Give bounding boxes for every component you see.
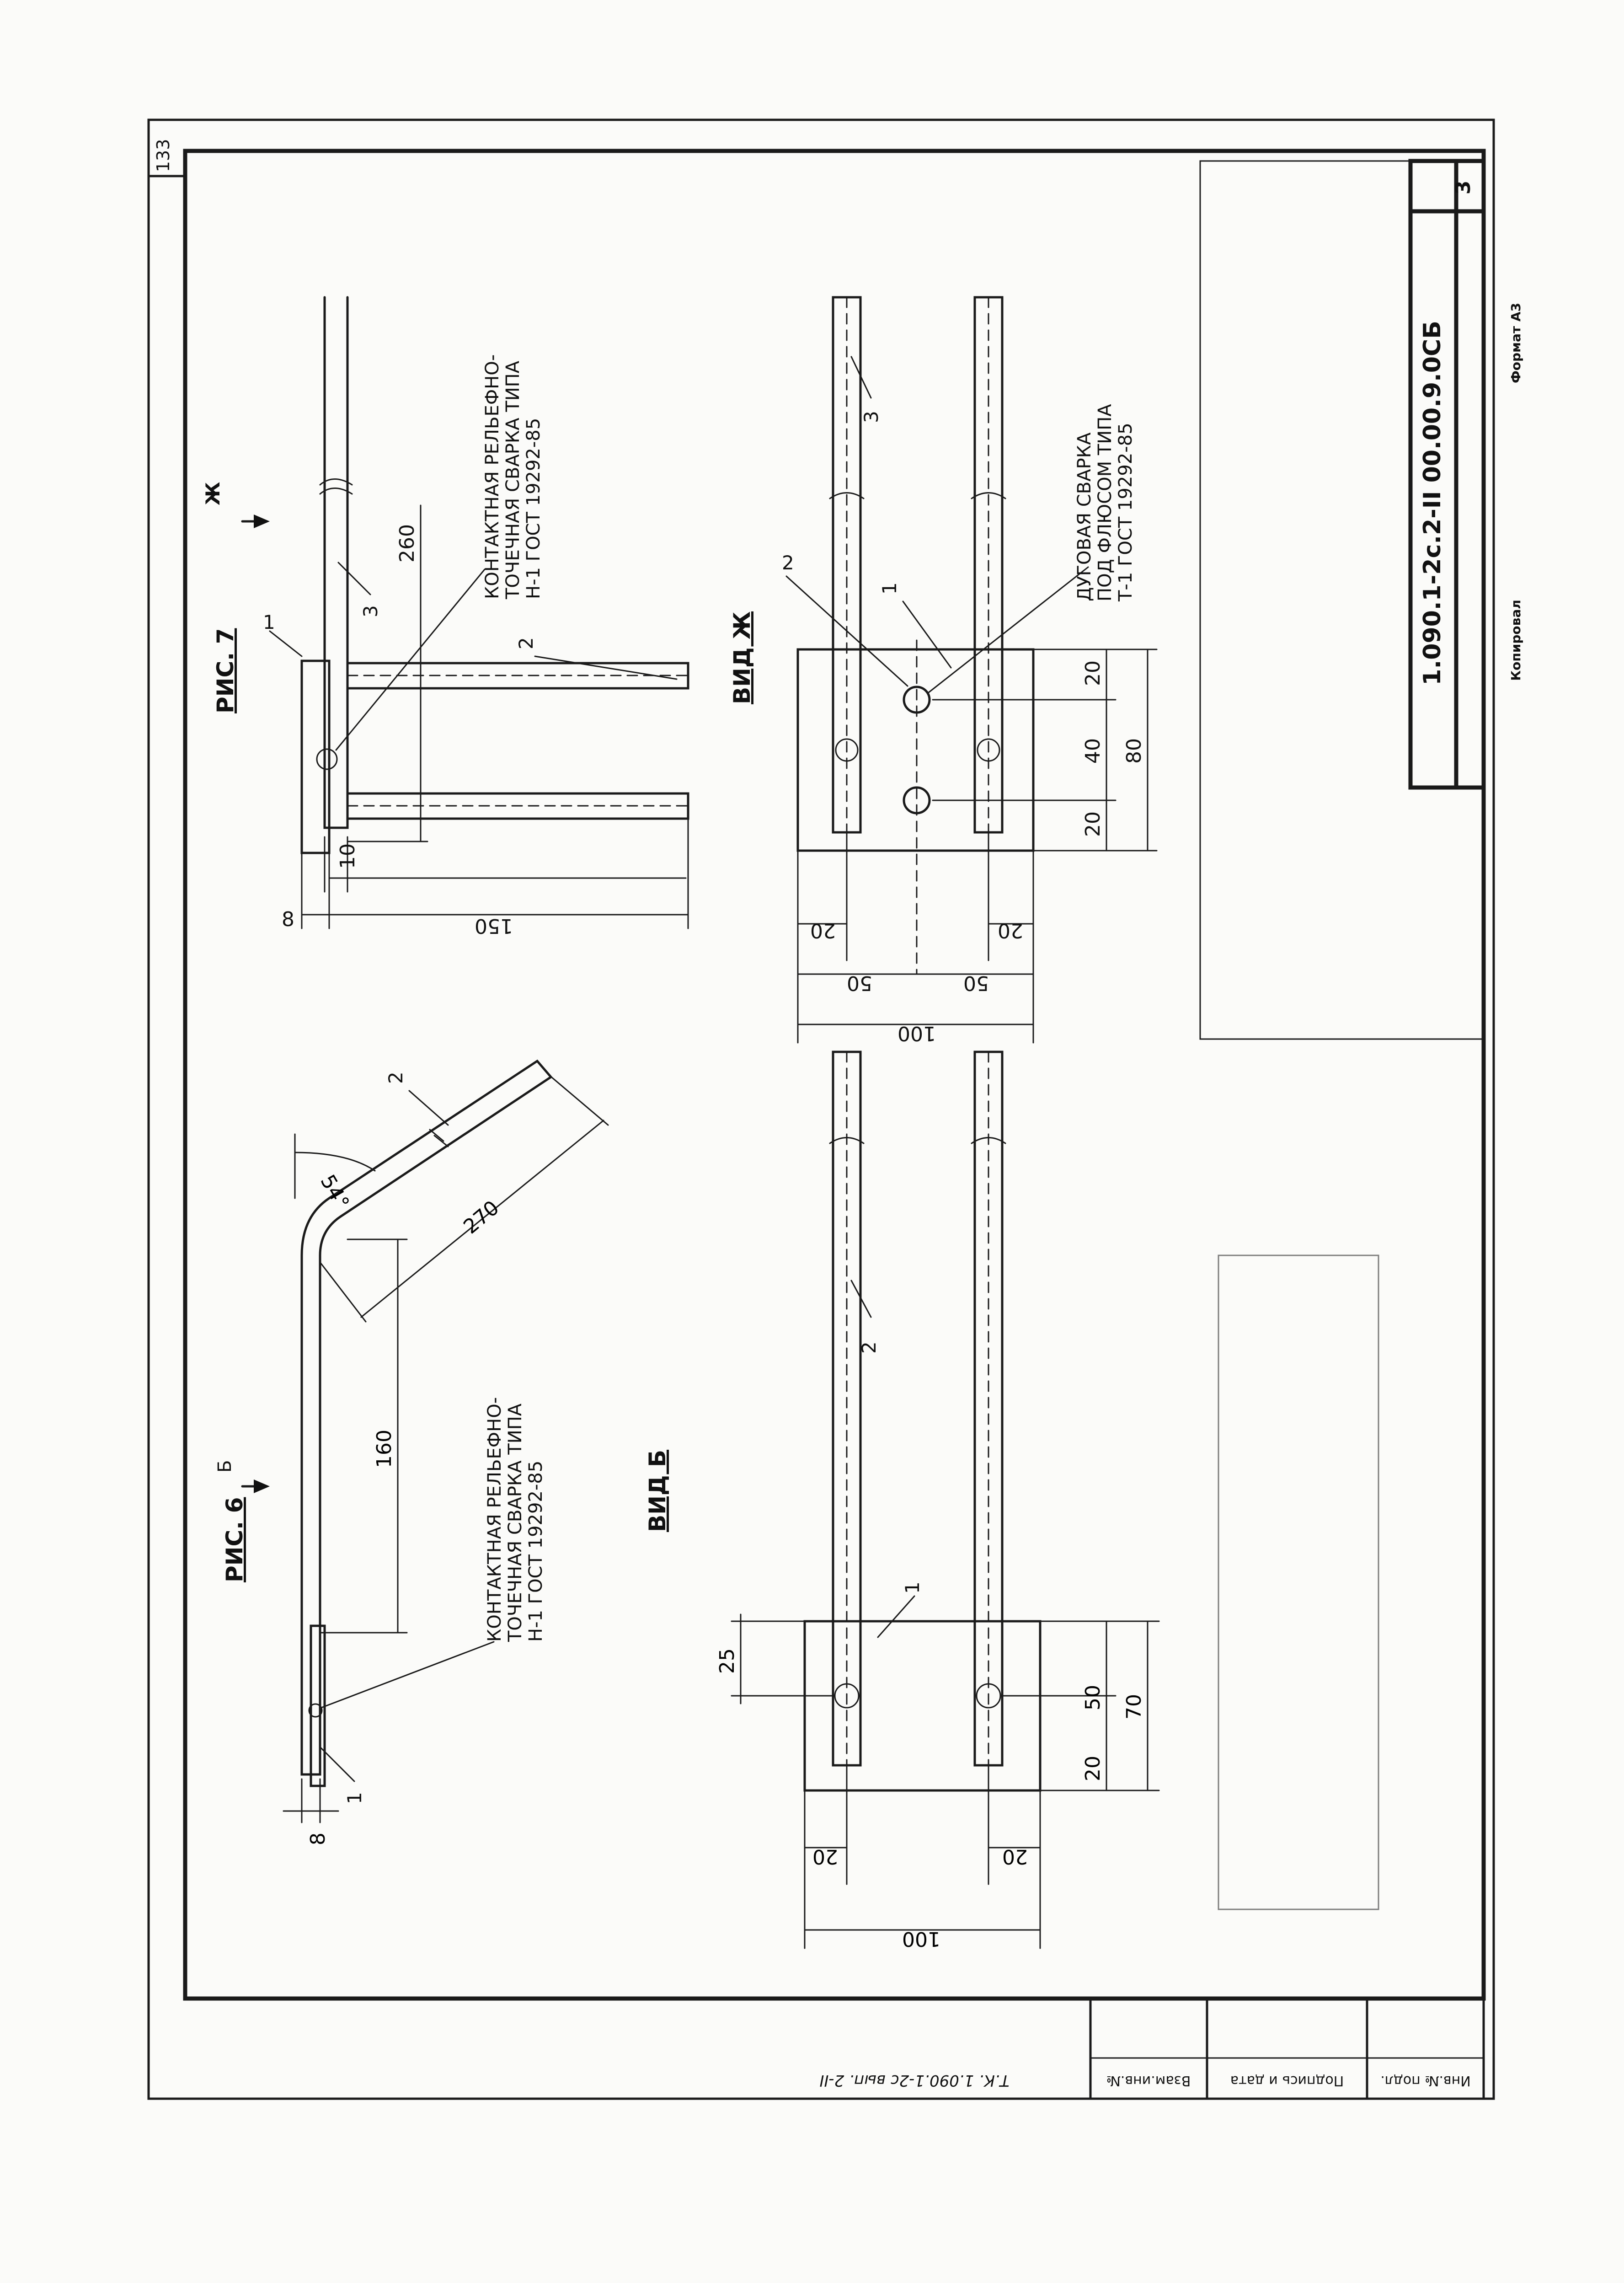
- view-zh-dim-50-left: 50: [847, 971, 872, 995]
- figure-7: РИС. 7 Ж КОНТАКТНАЯ РЕЛЬЕФНО- ТОЧЕЧНАЯ С…: [202, 296, 689, 938]
- fig6-part-1: 1: [343, 1792, 366, 1804]
- view-zh-weld-note-2: ПОД ФЛЮСОМ ТИПА: [1095, 404, 1116, 601]
- fig7-weld-note-2: ТОЧЕЧНАЯ СВАРКА ТИПА: [502, 360, 524, 600]
- view-b-dim-70: 70: [1122, 1694, 1146, 1720]
- view-b-title: ВИД Б: [644, 1450, 671, 1532]
- fig6-weld-note-1: КОНТАКТНАЯ РЕЛЬЕФНО-: [484, 1397, 505, 1642]
- fig6-part-2: 2: [385, 1072, 407, 1084]
- view-zh-weld-right: [977, 738, 1000, 762]
- view-zh-dim-20-bottom: 20: [1081, 811, 1105, 837]
- stamp-inv-no: Инв.№ подл.: [1380, 2073, 1470, 2089]
- fig6-angle-arc: [294, 1152, 376, 1172]
- sheet-number: 3: [1452, 181, 1475, 195]
- fig7-part-3: 3: [359, 605, 382, 617]
- stamp-replaced-inv: Взам.инв.№: [1106, 2073, 1191, 2089]
- drawing-frame: [183, 149, 1486, 2001]
- fig6-bent-bar: [300, 1059, 553, 1776]
- outer-frame: [147, 118, 1495, 2100]
- view-zh-part-3: 3: [860, 411, 882, 423]
- blank-box: [1218, 1254, 1379, 1910]
- document-code: 1.090.1-2с.2-II 00.00.9.0СБ: [1419, 321, 1446, 685]
- view-zh-part-2: 2: [782, 552, 794, 574]
- fig7-dim-8: 8: [282, 908, 294, 931]
- fig7-break-mark: [319, 478, 353, 495]
- view-b: ВИД Б 1 2 25 50 20 70 20: [644, 1050, 1160, 1951]
- view-b-part-2: 2: [858, 1341, 880, 1354]
- fig7-weld-leader: [335, 568, 486, 751]
- fig7-weld-note-1: КОНТАКТНАЯ РЕЛЬЕФНО-: [482, 354, 503, 599]
- fig6-weld-point: [308, 1703, 323, 1718]
- fig7-weld-note-3: Н-1 ГОСТ 19292-85: [523, 418, 544, 599]
- fig7-part-2: 2: [515, 637, 537, 649]
- view-zh-dim-20-top: 20: [1081, 660, 1105, 686]
- view-b-dim-100: 100: [902, 1927, 940, 1951]
- fig7-view-label: Ж: [202, 482, 224, 505]
- fig7-part-1: 1: [263, 611, 275, 633]
- fig7-title: РИС. 7: [212, 628, 239, 713]
- fig7-view-arrowhead: [254, 514, 270, 528]
- view-b-dim-25: 25: [716, 1648, 739, 1674]
- view-b-dim-20-left: 20: [812, 1845, 838, 1868]
- view-zh: ВИД Ж ДУГОВАЯ СВАРКА ПОД ФЛЮСОМ ТИПА Т-1…: [729, 296, 1158, 1045]
- view-zh-weld-note-3: Т-1 ГОСТ 19292-85: [1115, 423, 1136, 602]
- fig6-plate: [310, 1624, 326, 1787]
- view-b-part-1: 1: [901, 1581, 924, 1594]
- fig6-weld-note-2: ТОЧЕЧНАЯ СВАРКА ТИПА: [505, 1403, 526, 1642]
- view-zh-part-1: 1: [878, 582, 901, 595]
- view-zh-dim-50-right: 50: [963, 971, 989, 995]
- figure-6: РИС. 6 Б 54° 270 160 8 КОНТАКТНАЯ РЕЛЬЕФ…: [214, 1059, 609, 1845]
- fig7-dim-150: 150: [475, 914, 513, 938]
- fig7-dim-10: 10: [336, 843, 359, 869]
- view-zh-dim-80: 80: [1122, 738, 1146, 764]
- fig7-bar-3: [323, 296, 349, 829]
- title-block: 3 1.090.1-2с.2-II 00.00.9.0СБ Копировал …: [1199, 159, 1523, 1040]
- fig6-dim-160: 160: [373, 1430, 396, 1468]
- fig6-title: РИС. 6: [221, 1497, 248, 1582]
- view-b-weld-right: [976, 1683, 1001, 1709]
- stamp-signature-date: Подпись и дата: [1230, 2073, 1344, 2089]
- view-zh-weld-note-1: ДУГОВАЯ СВАРКА: [1074, 432, 1095, 601]
- approval-stamp: Инв.№ подл. Подпись и дата Взам.инв.№: [1089, 1997, 1485, 2100]
- fig7-plate: [300, 659, 331, 854]
- view-b-dim-20-right: 20: [1002, 1845, 1028, 1868]
- fig6-angle: 54°: [315, 1171, 353, 1213]
- code-box: [1408, 159, 1486, 790]
- fig6-view-arrowhead: [254, 1479, 270, 1493]
- view-zh-plate: [796, 648, 1035, 852]
- fig6-view-label: Б: [214, 1460, 235, 1473]
- fig6-dim-8: 8: [306, 1833, 330, 1845]
- copied-label: Копировал: [1508, 600, 1523, 681]
- view-zh-dim-100: 100: [897, 1022, 936, 1045]
- view-b-dim-50: 50: [1081, 1685, 1105, 1710]
- view-zh-dim-20-right: 20: [998, 919, 1023, 942]
- view-zh-dim-40: 40: [1081, 738, 1105, 764]
- view-b-plate: [803, 1620, 1042, 1792]
- view-zh-weld-left: [835, 738, 859, 762]
- format-label: Формат А3: [1508, 303, 1523, 383]
- fig7-dim-260: 260: [395, 524, 419, 563]
- view-b-dim-20: 20: [1081, 1756, 1105, 1781]
- fig6-weld-note-3: Н-1 ГОСТ 19292-85: [525, 1461, 546, 1642]
- bottom-note: Т.К. 1.090.1-2с вып. 2-II: [819, 2071, 1009, 2090]
- view-zh-dim-20-left: 20: [810, 919, 836, 942]
- page-number: 133: [153, 139, 173, 172]
- view-zh-title: ВИД Ж: [729, 611, 755, 704]
- fig7-weld-point: [316, 748, 338, 770]
